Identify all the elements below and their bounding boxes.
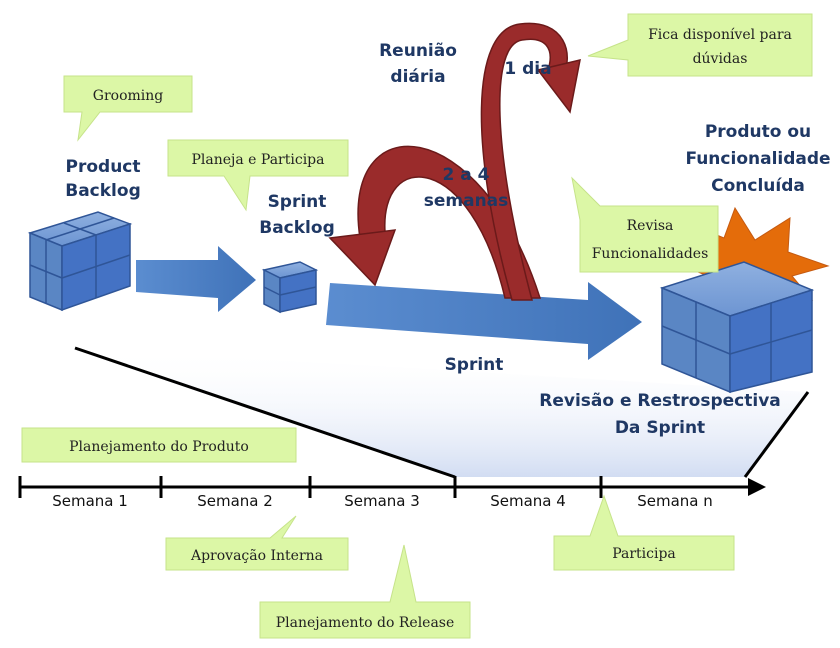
daily-cycle-arrow <box>480 22 581 301</box>
sprint-backlog-label-2: Backlog <box>259 218 335 238</box>
week-label-n: Semana n <box>637 492 713 510</box>
note-planejamento-release: Planejamento do Release <box>259 544 471 639</box>
product-backlog-cube <box>27 211 133 312</box>
week-label-1: Semana 1 <box>52 492 128 510</box>
product-backlog-label-2: Backlog <box>65 181 141 201</box>
note-grooming: Grooming <box>63 75 193 142</box>
daily-meeting-label-2: diária <box>390 67 445 87</box>
timeline-arrowhead <box>748 478 766 496</box>
sprint-arrow <box>326 282 642 360</box>
svg-text:Aprovação Interna: Aprovação Interna <box>190 548 323 564</box>
svg-text:Participa: Participa <box>612 546 676 562</box>
duration-label-2: semanas <box>424 191 509 211</box>
week-label-2: Semana 2 <box>197 492 273 510</box>
note-planeja-participa: Planeja e Participa <box>167 139 349 212</box>
note-participa: Participa <box>553 494 735 571</box>
note-planejamento-produto: Planejamento do Produto <box>21 427 297 463</box>
svg-text:Planejamento do Produto: Planejamento do Produto <box>69 439 249 455</box>
floor-edge-right <box>743 391 810 478</box>
note-revisa-funcionalidades: Revisa Funcionalidades <box>571 176 719 273</box>
svg-text:Revisa: Revisa <box>627 218 674 234</box>
review-label-2: Da Sprint <box>615 418 705 438</box>
product-label-2: Funcionalidade <box>685 149 830 169</box>
product-cube <box>659 261 815 394</box>
duration-label-1: 2 a 4 <box>443 165 490 185</box>
week-label-3: Semana 3 <box>344 492 420 510</box>
sprint-backlog-label-1: Sprint <box>268 192 327 212</box>
product-label-1: Produto ou <box>705 122 811 142</box>
timeline: Semana 1 Semana 2 Semana 3 Semana 4 Sema… <box>18 476 766 510</box>
daily-meeting-label-1: Reunião <box>379 41 457 61</box>
floor-edge-left <box>74 346 456 479</box>
sprint-label: Sprint <box>445 355 504 375</box>
note-aprovacao-interna: Aprovação Interna <box>165 515 349 571</box>
arrow-to-sprint-backlog <box>136 246 256 312</box>
svg-text:Planejamento do Release: Planejamento do Release <box>276 615 455 631</box>
svg-text:Fica disponível para: Fica disponível para <box>648 27 792 43</box>
one-day-label: 1 dia <box>504 59 551 79</box>
product-backlog-label-1: Product <box>66 157 141 177</box>
svg-text:Funcionalidades: Funcionalidades <box>592 246 709 262</box>
product-label-3: Concluída <box>711 176 805 196</box>
review-label-1: Revisão e Restrospectiva <box>539 391 781 411</box>
perspective-floor <box>75 348 808 477</box>
note-fica-disponivel: Fica disponível para dúvidas <box>587 13 813 77</box>
sprint-cycle-arrow <box>328 145 542 299</box>
week-label-4: Semana 4 <box>490 492 566 510</box>
svg-text:Grooming: Grooming <box>93 88 164 104</box>
sprint-backlog-cube <box>261 261 319 314</box>
svg-text:Planeja e Participa: Planeja e Participa <box>192 152 325 168</box>
svg-text:dúvidas: dúvidas <box>693 51 748 67</box>
